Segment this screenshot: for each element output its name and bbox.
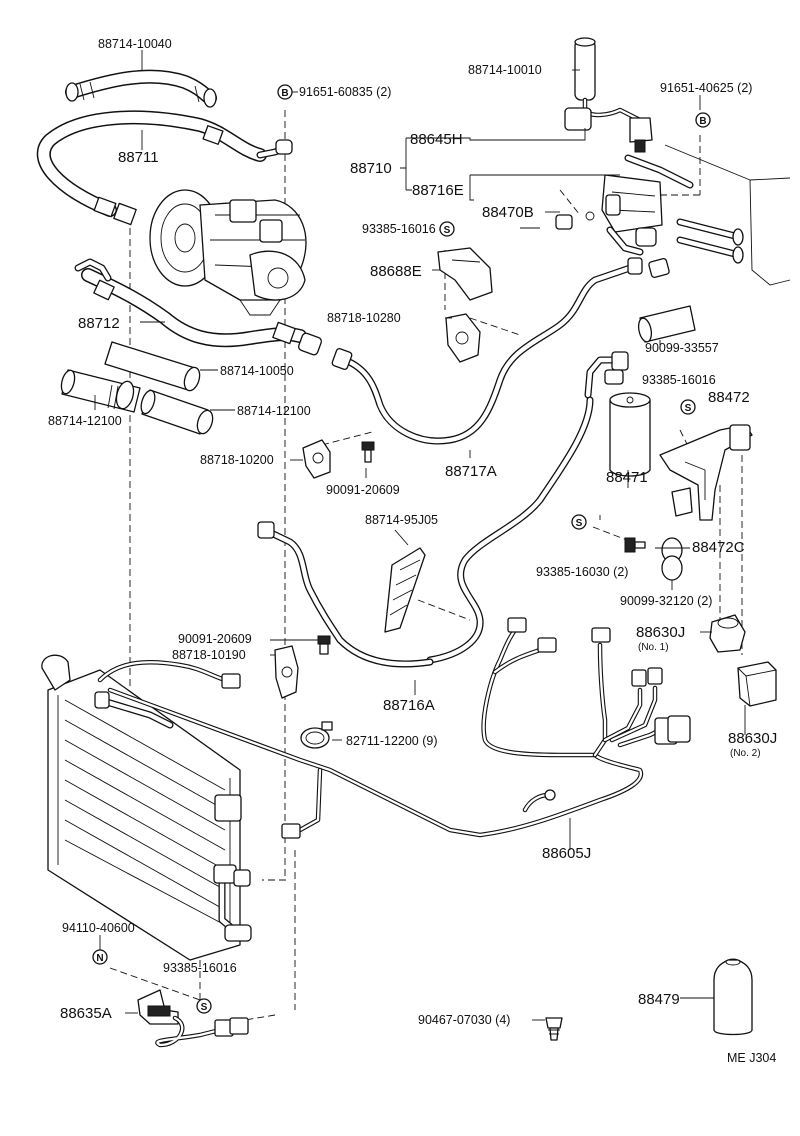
label-88714-10050: 88714-10050 (220, 364, 294, 378)
symbol-n-1: N (92, 949, 108, 965)
label-93385-16030: 93385-16030 (2) (536, 565, 628, 579)
o-ring-88470B (555, 211, 595, 230)
pipe-88717A (331, 257, 670, 445)
label-91651-40625: 91651-40625 (2) (660, 81, 752, 95)
part-labels: 88714-10040 88711 91651-60835 (2) 88714-… (48, 37, 777, 1065)
label-88714-10040: 88714-10040 (98, 37, 172, 51)
label-88472: 88472 (708, 389, 750, 406)
clamp-82711-12200 (300, 721, 333, 749)
relay-88630J-no2 (737, 661, 777, 707)
symbol-b-1: B (277, 84, 293, 100)
insulator-88714-10010 (574, 37, 596, 101)
label-91651-60835: 91651-60835 (2) (299, 85, 391, 99)
suction-hose-88712 (74, 258, 322, 356)
discharge-hose-88711 (36, 110, 293, 226)
label-82711-12200: 82711-12200 (9) (346, 734, 438, 748)
label-88645H: 88645H (410, 131, 463, 148)
label-88630J-no1: 88630J (636, 624, 685, 641)
wire-harness-88605J (97, 617, 691, 839)
clamp-88718-10280 (445, 313, 481, 363)
bracket-88472 (659, 424, 753, 521)
symbol-s-3: S (571, 514, 587, 530)
svg-text:S: S (576, 518, 583, 529)
label-88630J-no2: 88630J (728, 730, 777, 747)
label-88714-95J05: 88714-95J05 (365, 513, 438, 527)
label-88605J: 88605J (542, 845, 591, 862)
label-88688E: 88688E (370, 263, 422, 280)
receiver-line-88716E (601, 154, 694, 256)
label-88470B: 88470B (482, 204, 534, 221)
svg-text:N: N (96, 953, 103, 964)
label-88717A: 88717A (445, 463, 497, 480)
label-88471: 88471 (606, 469, 648, 486)
label-88472C: 88472C (692, 539, 745, 556)
hose-88714-10040 (65, 69, 217, 108)
label-88718-10280: 88718-10280 (327, 311, 401, 325)
label-90099-33557: 90099-33557 (645, 341, 719, 355)
label-88714-12100-b: 88714-12100 (237, 404, 311, 418)
bulkhead-panel (664, 144, 791, 286)
insulator-88714-12100-b (140, 389, 214, 435)
label-88712: 88712 (78, 315, 120, 332)
bracket-88688E (437, 247, 493, 301)
svg-text:S: S (444, 225, 451, 236)
bolt-90091-20609-a (361, 441, 375, 463)
insulator-88714-12100-a (60, 369, 141, 413)
insulator-88714-95J05 (384, 547, 426, 633)
symbol-b-2: B (695, 112, 711, 128)
svg-text:B: B (699, 116, 706, 127)
receiver-88471 (584, 351, 651, 477)
label-88714-10010: 88714-10010 (468, 63, 542, 77)
condenser (41, 654, 252, 961)
svg-text:S: S (201, 1002, 208, 1013)
label-88635A: 88635A (60, 1005, 112, 1022)
pressure-switch-88645H (564, 97, 653, 153)
clip-90467-07030 (545, 1017, 563, 1041)
label-88718-10190: 88718-10190 (172, 648, 246, 662)
symbol-s-2: S (680, 399, 696, 415)
label-90091-20609-a: 90091-20609 (326, 483, 400, 497)
svg-text:B: B (281, 88, 288, 99)
label-88710: 88710 (350, 160, 392, 177)
liquid-tube (426, 396, 594, 664)
compressor (149, 189, 307, 316)
label-90091-20609-b: 90091-20609 (178, 632, 252, 646)
refrigerant-can-88479 (713, 958, 753, 1036)
label-88711: 88711 (118, 149, 159, 166)
label-93385-16016-c: 93385-16016 (163, 961, 237, 975)
thermistor-88635A (137, 989, 249, 1048)
label-88716E: 88716E (412, 182, 464, 199)
svg-text:S: S (685, 403, 692, 414)
label-88716A: 88716A (383, 697, 435, 714)
label-93385-16016-a: 93385-16016 (362, 222, 436, 236)
bolt-93385-16030 (624, 537, 646, 553)
label-93385-16016-b: 93385-16016 (642, 373, 716, 387)
clamp-88718-10200 (302, 439, 331, 479)
symbol-s-4: S (196, 998, 212, 1014)
cushion-90099-32120 (661, 555, 683, 581)
label-88718-10200: 88718-10200 (200, 453, 274, 467)
label-88714-12100-a: 88714-12100 (48, 414, 122, 428)
label-94110-40600: 94110-40600 (62, 921, 135, 935)
pipe-88716A (257, 521, 434, 668)
insulator-88714-10050 (104, 341, 201, 392)
clamp-88718-10190 (274, 645, 299, 699)
symbol-s-1: S (439, 221, 455, 237)
label-88630J-no2-note: (No. 2) (730, 748, 761, 759)
label-90467-07030: 90467-07030 (4) (418, 1013, 510, 1027)
relay-88630J-no1 (709, 614, 746, 653)
label-88630J-no1-note: (No. 1) (638, 642, 669, 653)
label-90099-32120: 90099-32120 (2) (620, 594, 712, 608)
leader-lines (94, 50, 746, 1021)
insulator-90099-33557 (637, 305, 696, 343)
label-88479: 88479 (638, 991, 680, 1008)
footer-code: ME J304 (727, 1051, 776, 1065)
bolt-90091-20609-b (317, 635, 331, 655)
